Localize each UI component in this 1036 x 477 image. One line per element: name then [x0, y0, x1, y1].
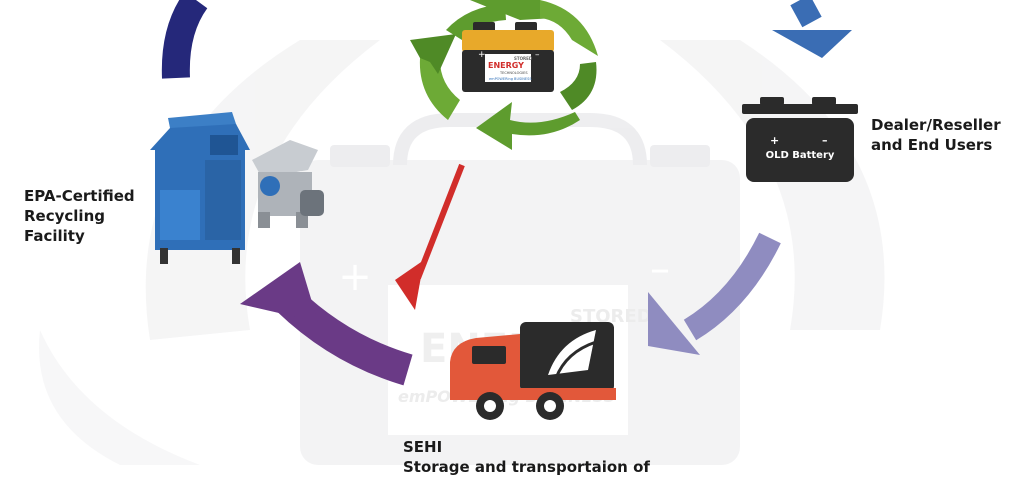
recycle-icon: [410, 0, 598, 150]
label-dealer-line2: and End Users: [871, 136, 993, 154]
watermark-minus: –: [650, 246, 670, 292]
arrow-purple: [240, 262, 413, 386]
shredder-icon: [252, 140, 324, 228]
label-dealer-line1: Dealer/Reseller: [871, 116, 1001, 134]
diagram-canvas: + – STORED ENERGY emPOWERing BUSINESS: [39, 0, 885, 465]
battery-brand-line3: TECHNOLOGIES: [499, 71, 528, 75]
arrow-red: [395, 163, 465, 310]
label-facility-line3: Facility: [24, 227, 85, 245]
old-battery-icon: + – OLD Battery: [742, 97, 858, 182]
watermark-brand-line1: STORED: [570, 306, 652, 327]
label-sehi-line2: Storage and transportaion of: [403, 458, 650, 476]
arrow-lavender: [648, 232, 781, 355]
old-battery-minus: –: [822, 134, 828, 147]
battery-icon: + – STORED ENERGY TECHNOLOGIES emPOWERin…: [462, 22, 554, 92]
label-sehi: SEHI Storage and transportaion of: [403, 437, 650, 477]
arrow-navy: [161, 0, 208, 79]
battery-minus: –: [535, 50, 540, 60]
background-watermark: + – STORED ENERGY emPOWERing BUSINESS: [39, 40, 885, 465]
old-battery-label: OLD Battery: [766, 150, 835, 161]
battery-brand-line2: ENERGY: [488, 61, 524, 70]
arrow-blue: [772, 0, 852, 58]
label-sehi-line1: SEHI: [403, 438, 443, 456]
watermark-plus: +: [338, 254, 372, 300]
truck-icon: [450, 322, 616, 420]
label-dealer-reseller: Dealer/Reseller and End Users: [871, 115, 1001, 155]
battery-tagline: emPOWERing BUSINESS: [489, 77, 532, 81]
battery-plus: +: [478, 50, 486, 60]
label-facility-line1: EPA-Certified: [24, 187, 135, 205]
battery-brand-line1: STORED: [514, 56, 533, 61]
label-facility-line2: Recycling: [24, 207, 105, 225]
label-recycling-facility: EPA-Certified Recycling Facility: [24, 186, 135, 246]
old-battery-plus: +: [770, 134, 779, 147]
recycling-machine-icon: [150, 112, 250, 264]
